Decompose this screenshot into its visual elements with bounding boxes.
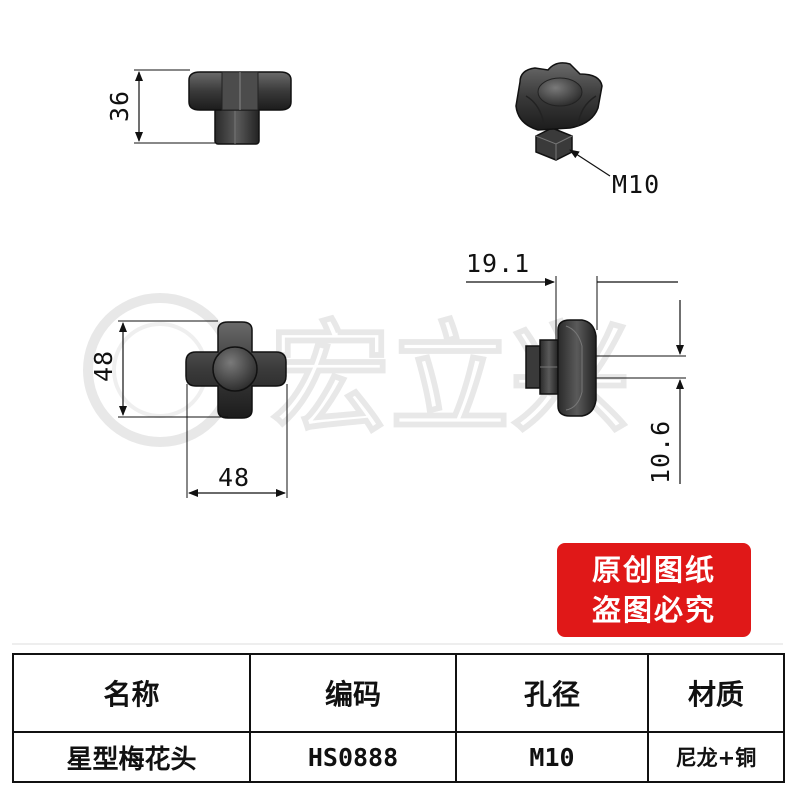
value-bore: M10 [455, 731, 649, 783]
header-code: 编码 [249, 653, 457, 733]
table-row: 星型梅花头 HS0888 M10 尼龙+铜 [12, 731, 785, 783]
offset-dimension-label: 19.1 [466, 249, 530, 278]
value-material: 尼龙+铜 [647, 731, 785, 783]
thread-label: M10 [612, 170, 660, 199]
side-dimension-label: 10.6 [646, 420, 675, 484]
value-name: 星型梅花头 [12, 731, 251, 783]
isometric-view: M10 [515, 62, 660, 199]
hub-circle [212, 346, 258, 392]
side-view: 19.1 10.6 [466, 249, 686, 484]
width-dimension-horizontal-label: 48 [218, 463, 250, 492]
badge-line-1: 原创图纸 [591, 553, 716, 587]
spec-table: 名称 编码 孔径 材质 星型梅花头 HS0888 M10 尼龙+铜 [12, 653, 785, 783]
badge-line-2: 盗图必究 [591, 593, 716, 627]
width-dimension-vertical-label: 48 [89, 350, 118, 382]
table-header-row: 名称 编码 孔径 材质 [12, 653, 785, 733]
top-view: 48 48 [89, 320, 288, 498]
copyright-badge: 原创图纸 盗图必究 [557, 543, 751, 637]
height-dimension-label: 36 [105, 90, 134, 122]
front-view: 36 [105, 69, 292, 145]
header-bore: 孔径 [455, 653, 649, 733]
value-code: HS0888 [249, 731, 457, 783]
header-name: 名称 [12, 653, 251, 733]
header-material: 材质 [647, 653, 785, 733]
